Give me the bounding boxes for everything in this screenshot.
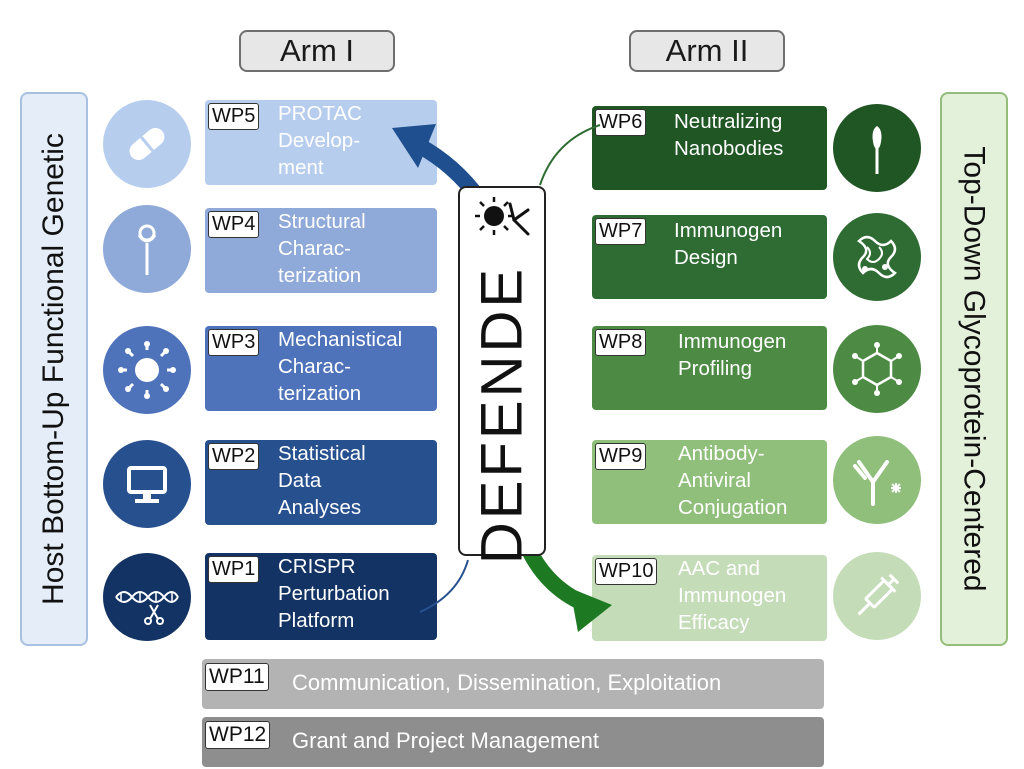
defende-center-box: DEFENDE bbox=[458, 186, 546, 564]
pill-icon bbox=[103, 100, 191, 188]
wp12-bar: WP12 Grant and Project Management bbox=[202, 717, 824, 767]
wp2-tag: WP2 bbox=[208, 443, 260, 470]
wp8-title: Immunogen Profiling bbox=[678, 330, 787, 380]
wp7-title: Immunogen Design bbox=[674, 219, 783, 269]
arm-one-header: Arm I bbox=[239, 30, 395, 72]
virus-antibody-logo-icon bbox=[475, 197, 530, 236]
arm-one-label: Arm I bbox=[279, 33, 355, 68]
wp9-box: WP9 Antibody- Antiviral Conjugation bbox=[592, 440, 827, 524]
virus-icon bbox=[103, 326, 191, 414]
wp7-box: WP7 Immunogen Design bbox=[592, 215, 827, 299]
wp6-title: Neutralizing Nanobodies bbox=[674, 110, 784, 160]
wp9-title: Antibody- Antiviral Conjugation bbox=[678, 442, 788, 519]
wp4-title: Structural Charac- terization bbox=[278, 210, 366, 287]
wp5-title: PROTAC Develop- ment bbox=[278, 102, 362, 179]
wp5-box: WP5 PROTAC Develop- ment bbox=[205, 100, 437, 185]
wp1-tag: WP1 bbox=[208, 556, 260, 583]
wp11-bar: WP11 Communication, Dissemination, Explo… bbox=[202, 659, 824, 709]
wp6-tag: WP6 bbox=[595, 109, 647, 136]
wp11-title: Communication, Dissemination, Exploitati… bbox=[292, 670, 722, 695]
wp4-tag: WP4 bbox=[208, 211, 260, 238]
left-side-label: Host Bottom-Up Functional Genetic bbox=[37, 133, 70, 605]
syringe-icon bbox=[833, 552, 921, 640]
right-side-label: Top-Down Glycoprotein-Centered bbox=[958, 146, 991, 592]
wp12-title: Grant and Project Management bbox=[292, 728, 599, 753]
wp7-tag: WP7 bbox=[595, 218, 647, 245]
dna-scissors-icon bbox=[103, 553, 191, 641]
wp10-tag: WP10 bbox=[595, 558, 658, 585]
wp5-tag: WP5 bbox=[208, 103, 260, 130]
wp1-title: CRISPR Perturbation Platform bbox=[278, 555, 390, 632]
lollipop-receptor-icon bbox=[103, 205, 191, 293]
wp8-box: WP8 Immunogen Profiling bbox=[592, 326, 827, 410]
computer-monitor-icon bbox=[103, 440, 191, 528]
wp3-title: Mechanistical Charac- terization bbox=[278, 328, 403, 405]
molecule-hexagon-icon bbox=[833, 325, 921, 413]
wp4-box: WP4 Structural Charac- terization bbox=[205, 208, 437, 293]
right-side-label-box: Top-Down Glycoprotein-Centered bbox=[940, 92, 1008, 646]
wp12-tag: WP12 bbox=[205, 721, 271, 749]
wp2-box: WP2 Statistical Data Analyses bbox=[205, 440, 437, 525]
wp10-box: WP10 AAC and Immunogen Efficacy bbox=[592, 555, 827, 641]
wp8-tag: WP8 bbox=[595, 329, 647, 356]
green-arrow-shaft bbox=[520, 544, 594, 614]
wp6-connector-line bbox=[539, 124, 601, 186]
protein-structure-icon bbox=[833, 213, 921, 301]
wp3-box: WP3 Mechanistical Charac- terization bbox=[205, 326, 437, 411]
left-side-label-box: Host Bottom-Up Functional Genetic bbox=[20, 92, 88, 646]
nanobody-icon bbox=[833, 104, 921, 192]
antibody-conjugate-icon bbox=[833, 436, 921, 524]
wp1-box: WP1 CRISPR Perturbation Platform bbox=[205, 553, 437, 640]
wp6-box: WP6 Neutralizing Nanobodies bbox=[592, 106, 827, 190]
wp11-tag: WP11 bbox=[205, 663, 269, 691]
wp10-title: AAC and Immunogen Efficacy bbox=[678, 557, 787, 634]
wp3-tag: WP3 bbox=[208, 329, 260, 356]
arm-two-label: Arm II bbox=[665, 33, 749, 68]
wp2-title: Statistical Data Analyses bbox=[278, 442, 366, 519]
wp9-tag: WP9 bbox=[595, 443, 647, 470]
defende-title: DEFENDE bbox=[469, 265, 535, 564]
arm-two-header: Arm II bbox=[629, 30, 785, 72]
